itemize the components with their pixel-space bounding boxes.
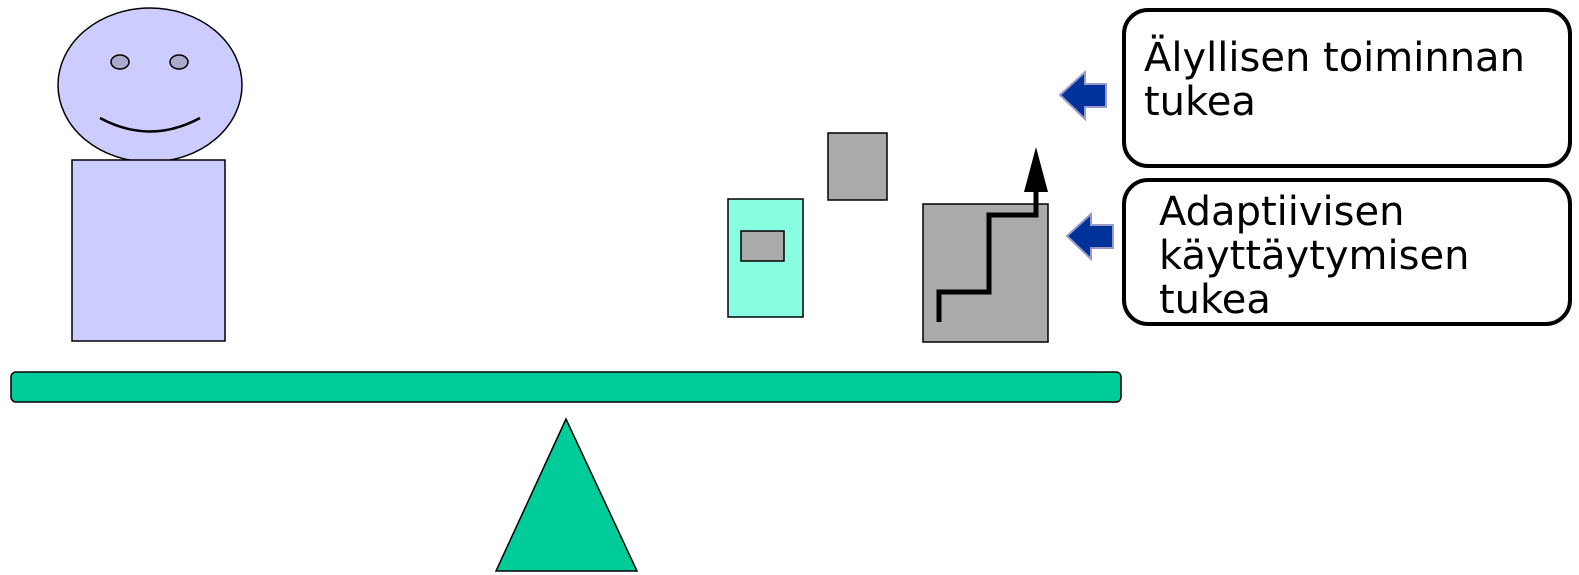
person-head (58, 8, 242, 162)
arrow-left-icon (1060, 72, 1106, 119)
device-figure (728, 199, 803, 317)
arrow-left-icon (1067, 214, 1113, 259)
person-left-eye (111, 55, 129, 69)
device-screen (741, 231, 784, 261)
person-right-eye (170, 55, 188, 69)
adaptive-support-callout: Adaptiivisen käyttäytymisen tukea (1122, 178, 1572, 326)
callout-line: tukea (1159, 278, 1568, 322)
person-body (72, 160, 225, 341)
seesaw-beam (11, 372, 1121, 402)
callout-line: Adaptiivisen (1159, 190, 1568, 234)
staircase-arrowhead (1024, 147, 1048, 192)
staircase-box (923, 147, 1048, 342)
callout-line: Älyllisen toiminnan (1144, 36, 1568, 80)
small-box (828, 133, 887, 200)
callout-line: tukea (1144, 80, 1568, 124)
person-figure (58, 8, 242, 341)
callout-line: käyttäytymisen (1159, 234, 1568, 278)
large-box (923, 204, 1048, 342)
intellectual-support-callout: Älyllisen toiminnan tukea (1122, 8, 1572, 168)
seesaw-fulcrum (496, 419, 637, 571)
